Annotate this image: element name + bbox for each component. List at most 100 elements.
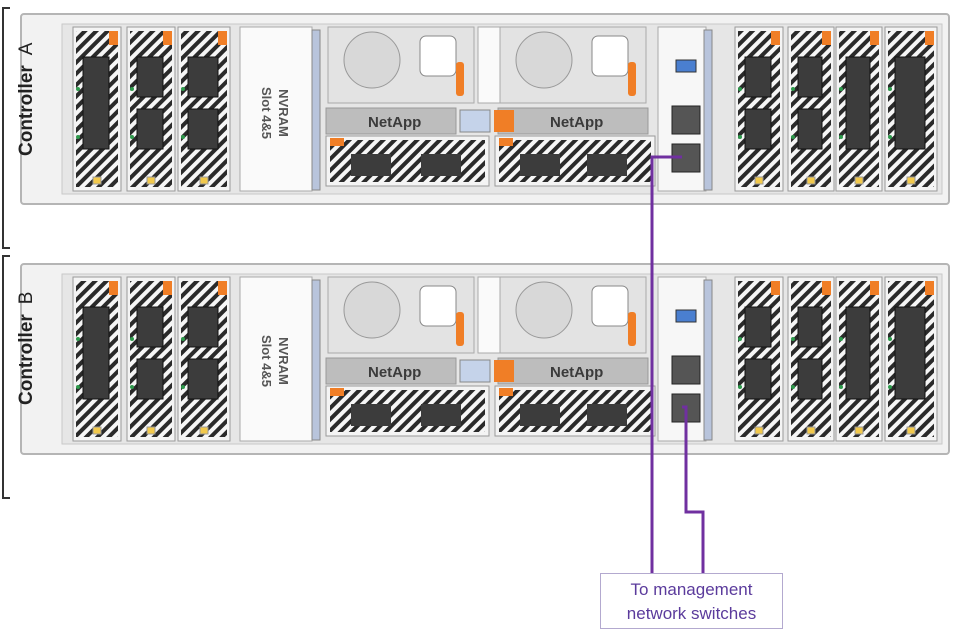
- port-led: [130, 385, 134, 389]
- nvram-slot-b: Slot 4&5: [259, 334, 274, 387]
- mgmt-handle: [703, 29, 713, 191]
- io-card-latch: [925, 281, 934, 295]
- psu-right-fan: [515, 281, 573, 339]
- io-card-latch: [771, 281, 780, 295]
- qsfp-port: [744, 56, 772, 98]
- callout-line-2: network switches: [626, 604, 757, 623]
- port-led: [181, 87, 185, 91]
- qsfp-port: [136, 358, 164, 400]
- io-module-latch: [499, 138, 513, 146]
- psu-brand-b-left: NetApp: [368, 364, 422, 381]
- port-led: [181, 135, 185, 139]
- status-led: [806, 176, 816, 185]
- nvram-slot: [239, 26, 313, 192]
- led-panel: [477, 276, 501, 354]
- release-latch: [494, 110, 514, 132]
- qsfp-port: [187, 108, 219, 150]
- management-cable-b: [682, 405, 705, 573]
- qsfp-port: [894, 306, 926, 400]
- qsfp-port: [744, 306, 772, 348]
- io-card-latch: [163, 281, 172, 295]
- qsfp-port: [187, 56, 219, 98]
- qsfp-port: [845, 56, 871, 150]
- qsfp-port: [797, 358, 823, 400]
- ethernet-port: [671, 355, 701, 385]
- port-led: [76, 87, 80, 91]
- qsfp-port: [797, 108, 823, 150]
- port-led: [888, 135, 892, 139]
- psu-right-label-bar: [497, 107, 649, 135]
- callout-line-1: To management: [630, 580, 753, 599]
- psu-right-handle: [628, 62, 636, 96]
- io-card-latch: [822, 31, 831, 45]
- status-led: [754, 426, 764, 435]
- port-led: [76, 385, 80, 389]
- usb-port: [675, 59, 697, 73]
- qsfp-port: [187, 358, 219, 400]
- status-led: [854, 426, 864, 435]
- nvram-label-a: NVRAM Slot 4&5: [258, 68, 292, 158]
- release-tab: [459, 109, 491, 133]
- status-led: [806, 426, 816, 435]
- psu-left-fan: [343, 281, 401, 339]
- sfp-port: [351, 154, 391, 176]
- qsfp-port: [797, 306, 823, 348]
- controller-a-bracket: [2, 7, 10, 249]
- controller-a-name: Controller: [16, 65, 37, 156]
- port-led: [130, 87, 134, 91]
- nvram-slot-a: Slot 4&5: [259, 86, 274, 139]
- sfp-port: [587, 404, 627, 426]
- qsfp-port: [136, 56, 164, 98]
- qsfp-port: [82, 306, 110, 400]
- port-led: [130, 337, 134, 341]
- io-card-latch: [771, 31, 780, 45]
- port-led: [839, 385, 843, 389]
- nvram-label-b: NVRAM Slot 4&5: [258, 316, 292, 406]
- release-latch: [494, 360, 514, 382]
- status-led: [146, 176, 156, 185]
- status-led: [854, 176, 864, 185]
- psu-right-label-bar: [497, 357, 649, 385]
- psu-left-label-bar: [325, 107, 457, 135]
- port-led: [791, 385, 795, 389]
- psu-left-inlet: [419, 35, 457, 77]
- psu-right-inlet: [591, 285, 629, 327]
- status-led: [199, 176, 209, 185]
- port-led: [76, 135, 80, 139]
- controller-a-label: Controller A: [16, 43, 38, 156]
- io-card-latch: [822, 281, 831, 295]
- io-card-latch: [870, 31, 879, 45]
- mgmt-handle: [703, 279, 713, 441]
- qsfp-port: [136, 306, 164, 348]
- psu-left-handle: [456, 312, 464, 346]
- port-led: [738, 385, 742, 389]
- psu-right-inlet: [591, 35, 629, 77]
- port-led: [888, 385, 892, 389]
- nvram-slot: [239, 276, 313, 442]
- controller-a-letter: A: [16, 42, 37, 56]
- status-led: [906, 176, 916, 185]
- qsfp-port: [744, 358, 772, 400]
- io-card-latch: [870, 281, 879, 295]
- management-cable-a: [650, 155, 682, 573]
- port-led: [791, 135, 795, 139]
- port-led: [76, 337, 80, 341]
- io-module-latch: [330, 388, 344, 396]
- io-card-latch: [925, 31, 934, 45]
- io-module-latch: [330, 138, 344, 146]
- io-card-latch: [218, 281, 227, 295]
- release-tab: [459, 359, 491, 383]
- controller-b-chassis: [20, 263, 950, 455]
- psu-brand-b-right: NetApp: [550, 364, 604, 381]
- usb-port: [675, 309, 697, 323]
- psu-brand-a-right: NetApp: [550, 114, 604, 131]
- io-module-latch: [499, 388, 513, 396]
- nvram-title-b: NVRAM: [276, 337, 291, 385]
- port-led: [181, 385, 185, 389]
- port-led: [839, 87, 843, 91]
- port-led: [738, 135, 742, 139]
- qsfp-port: [136, 108, 164, 150]
- port-led: [888, 87, 892, 91]
- psu-right-fan: [515, 31, 573, 89]
